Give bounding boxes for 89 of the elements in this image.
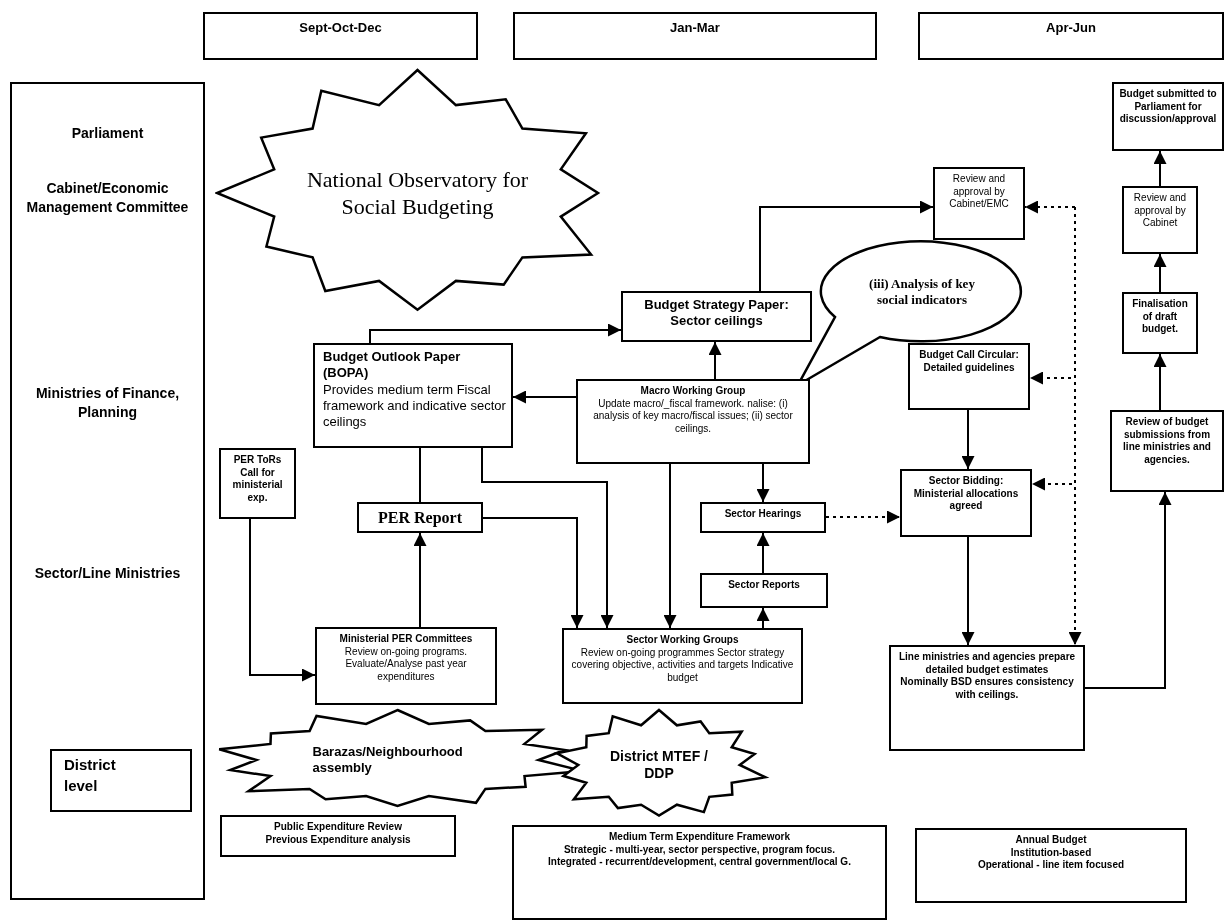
box-text: Sector Reports — [728, 579, 800, 592]
process-box — [1122, 292, 1198, 354]
arrow — [481, 447, 614, 629]
arrow — [1068, 206, 1082, 646]
period-label: Sept-Oct-Dec — [299, 19, 382, 37]
box-text: Strategic - multi-year, sector perspective, program focus. — [563, 843, 836, 856]
process-box — [1112, 82, 1224, 151]
box-text: Review on-going programmes Sector strategy covering objective, activities and targets Indicative budget — [570, 646, 795, 684]
arrow — [759, 200, 934, 292]
box-text: Update macro/_fiscal framework. nalise: (i) analysis of key macro/fiscal issues; (ii) sector ceilings. — [592, 397, 794, 435]
process-box — [933, 167, 1025, 240]
process-box — [700, 502, 826, 533]
arrow — [369, 323, 622, 344]
box-text: Previous Expenditure analysis — [265, 833, 411, 846]
arrow — [512, 390, 577, 404]
process-box — [357, 502, 483, 533]
process-box — [219, 448, 296, 519]
period-label: Jan-Mar — [670, 19, 720, 37]
box-heading: Macro Working Group — [640, 385, 746, 398]
period-label: Apr-Jun — [1046, 19, 1096, 37]
box-text: Review on-going programs. Evaluate/Analyse past year expenditures — [343, 645, 469, 683]
arrow — [663, 463, 677, 629]
starburst-label: Barazas/Neighbourhood assembly — [312, 743, 464, 777]
process-box — [315, 627, 497, 705]
box-heading: Sector Working Groups — [626, 634, 739, 647]
box-heading: Annual Budget — [1015, 834, 1087, 847]
arrow — [1153, 353, 1167, 411]
box-text: PER ToRs Call for ministerial exp. — [231, 454, 284, 504]
process-box — [512, 825, 887, 920]
row-label: Cabinet/Economic Management Committee — [25, 179, 190, 218]
box-text: Finalisation of draft budget. — [1131, 298, 1189, 336]
arrow — [756, 607, 770, 629]
process-box — [576, 379, 810, 464]
process-box — [1110, 410, 1224, 492]
box-text: Provides medium term Fiscal framework and indicative sector ceilings — [323, 381, 507, 431]
row-label: Ministries of Finance, Planning — [34, 384, 181, 423]
connector-line — [419, 447, 421, 503]
process-box — [900, 469, 1032, 537]
process-box — [1122, 186, 1198, 254]
process-box — [700, 573, 828, 608]
box-text: Sector Hearings — [724, 508, 802, 521]
box-heading: Budget Outlook Paper (BOPA) — [323, 349, 462, 382]
process-box — [562, 628, 803, 704]
row-label: District level — [64, 755, 117, 796]
box-text: Budget Strategy Paper: Sector ceilings — [643, 297, 790, 330]
row-label-panel — [10, 82, 205, 900]
box-text: Nominally BSD ensures consistency with ceilings. — [899, 676, 1075, 701]
box-text: Review and approval by Cabinet/EMC — [948, 173, 1010, 211]
arrow — [961, 409, 975, 470]
arrow — [1153, 150, 1167, 187]
arrow — [1024, 200, 1076, 214]
process-box — [313, 343, 513, 448]
box-heading: Line ministries and agencies prepare detailed budget estimates — [897, 651, 1077, 676]
period-header — [513, 12, 877, 60]
arrow — [756, 532, 770, 574]
process-box — [915, 828, 1187, 903]
box-heading: Ministerial PER Committees — [339, 633, 473, 646]
row-label: Sector/Line Ministries — [33, 564, 182, 583]
bubble-label: (iii) Analysis of key social indicators — [868, 275, 976, 309]
process-box — [908, 343, 1030, 410]
box-text: Budget submitted to Parliament for discussion/approval — [1118, 88, 1218, 126]
arrow — [825, 510, 901, 524]
row-label: Parliament — [70, 124, 145, 143]
box-text: PER Report — [378, 508, 462, 528]
arrow — [1153, 253, 1167, 293]
period-header — [918, 12, 1224, 60]
arrow — [249, 518, 316, 682]
arrow — [1084, 491, 1172, 689]
box-text: Operational - line item focused — [977, 859, 1125, 872]
arrow — [413, 532, 427, 628]
starburst-label: District MTEF / DDP — [609, 747, 709, 783]
starburst-label: National Observatory for Social Budgeting — [305, 165, 530, 221]
process-box — [220, 815, 456, 857]
arrow — [708, 341, 722, 380]
box-text: Integrated - recurrent/development, central government/local G. — [548, 856, 851, 869]
period-header — [203, 12, 478, 60]
box-heading: Public Expenditure Review — [274, 821, 402, 834]
arrow — [961, 536, 975, 646]
arrow — [756, 463, 770, 503]
process-box — [621, 291, 812, 342]
box-text: Sector Bidding: Ministerial allocations agreed — [912, 475, 1020, 513]
box-text: Review of budget submissions from line ministries and agencies. — [1122, 416, 1212, 466]
box-heading: Medium Term Expenditure Framework — [609, 831, 790, 844]
arrow — [482, 517, 584, 629]
box-text: Review and approval by Cabinet — [1132, 192, 1188, 230]
box-text: Institution-based — [1010, 846, 1092, 859]
box-text: Budget Call Circular: Detailed guidelines — [918, 349, 1020, 374]
process-box — [889, 645, 1085, 751]
district-box — [50, 749, 192, 812]
